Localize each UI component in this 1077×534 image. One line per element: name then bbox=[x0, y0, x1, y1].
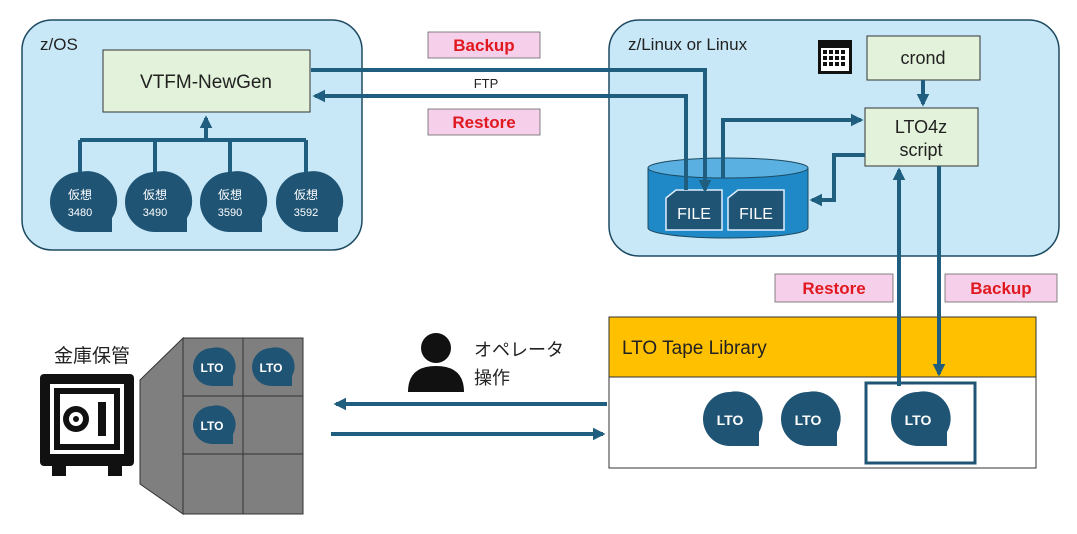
safe-door bbox=[139, 336, 184, 515]
lto4z-script-box bbox=[864, 107, 979, 167]
backup-tag-top bbox=[427, 31, 541, 59]
script-to-disk-arrow bbox=[809, 153, 865, 207]
lto-tape-in-drive: LTO bbox=[891, 391, 951, 446]
lto-label: LTO bbox=[717, 412, 744, 428]
tape-library-header bbox=[608, 316, 1037, 378]
crond-label: crond bbox=[900, 48, 945, 68]
backup-tag-mid-label: Backup bbox=[970, 279, 1031, 298]
safe-icon bbox=[40, 374, 134, 476]
operator-label-line2: 操作 bbox=[474, 368, 510, 388]
vault-title: 金庫保管 bbox=[54, 345, 130, 367]
virtual-tape-3592: 仮想 3592 bbox=[276, 171, 344, 232]
virtual-tape-3480: 仮想 3480 bbox=[50, 171, 118, 232]
virtual-tape-3590: 仮想 3590 bbox=[200, 171, 268, 232]
restore-transfer-arrow bbox=[312, 89, 688, 190]
lto-label: LTO bbox=[905, 412, 932, 428]
vtfm-label: VTFM-NewGen bbox=[140, 72, 272, 93]
script-label-line1: LTO4z bbox=[895, 117, 947, 137]
file-label: FILE bbox=[739, 206, 773, 223]
virtual-tape-3490: 仮想 3490 bbox=[125, 171, 193, 232]
file-2: FILE bbox=[727, 189, 785, 231]
calendar-icon bbox=[818, 40, 852, 74]
linux-title: z/Linux or Linux bbox=[628, 35, 748, 54]
tape-tree-connector bbox=[78, 115, 308, 178]
vault-lto-tape-2: LTO bbox=[252, 347, 295, 386]
lto-tape-2: LTO bbox=[781, 391, 841, 446]
operator-label-line1: オペレータ bbox=[474, 340, 564, 360]
restore-tag-top bbox=[427, 108, 541, 136]
file-label: FILE bbox=[677, 206, 711, 223]
vault-lto-tape-3: LTO bbox=[193, 405, 236, 444]
tape-label: 仮想 bbox=[68, 187, 92, 202]
file-1: FILE bbox=[665, 189, 723, 231]
restore-tag-mid bbox=[774, 273, 894, 303]
lto-label: LTO bbox=[260, 361, 283, 375]
lto-tape-1: LTO bbox=[703, 391, 763, 446]
tape-model: 3592 bbox=[294, 207, 318, 219]
person-icon bbox=[408, 333, 464, 392]
crond-box bbox=[866, 35, 981, 81]
tape-label: 仮想 bbox=[218, 187, 242, 202]
lto-label: LTO bbox=[201, 361, 224, 375]
lto-label: LTO bbox=[201, 419, 224, 433]
tape-library-title: LTO Tape Library bbox=[622, 338, 767, 359]
lto-label: LTO bbox=[795, 412, 822, 428]
ftp-label: FTP bbox=[474, 76, 499, 91]
disk-to-script-arrow bbox=[721, 113, 864, 178]
vtfm-box bbox=[102, 49, 311, 113]
vault-lto-tape-1: LTO bbox=[193, 347, 236, 386]
restore-tag-mid-label: Restore bbox=[802, 279, 865, 298]
restore-tag-top-label: Restore bbox=[452, 113, 515, 132]
backup-tag-top-label: Backup bbox=[453, 36, 514, 55]
tape-model: 3590 bbox=[218, 207, 242, 219]
tape-label: 仮想 bbox=[143, 187, 167, 202]
zos-title: z/OS bbox=[40, 35, 78, 54]
script-label-line2: script bbox=[899, 140, 942, 160]
tape-model: 3490 bbox=[143, 207, 167, 219]
backup-tag-mid bbox=[944, 273, 1058, 303]
tape-model: 3480 bbox=[68, 207, 92, 219]
tape-label: 仮想 bbox=[294, 187, 318, 202]
backup-transfer-arrow bbox=[311, 68, 712, 193]
